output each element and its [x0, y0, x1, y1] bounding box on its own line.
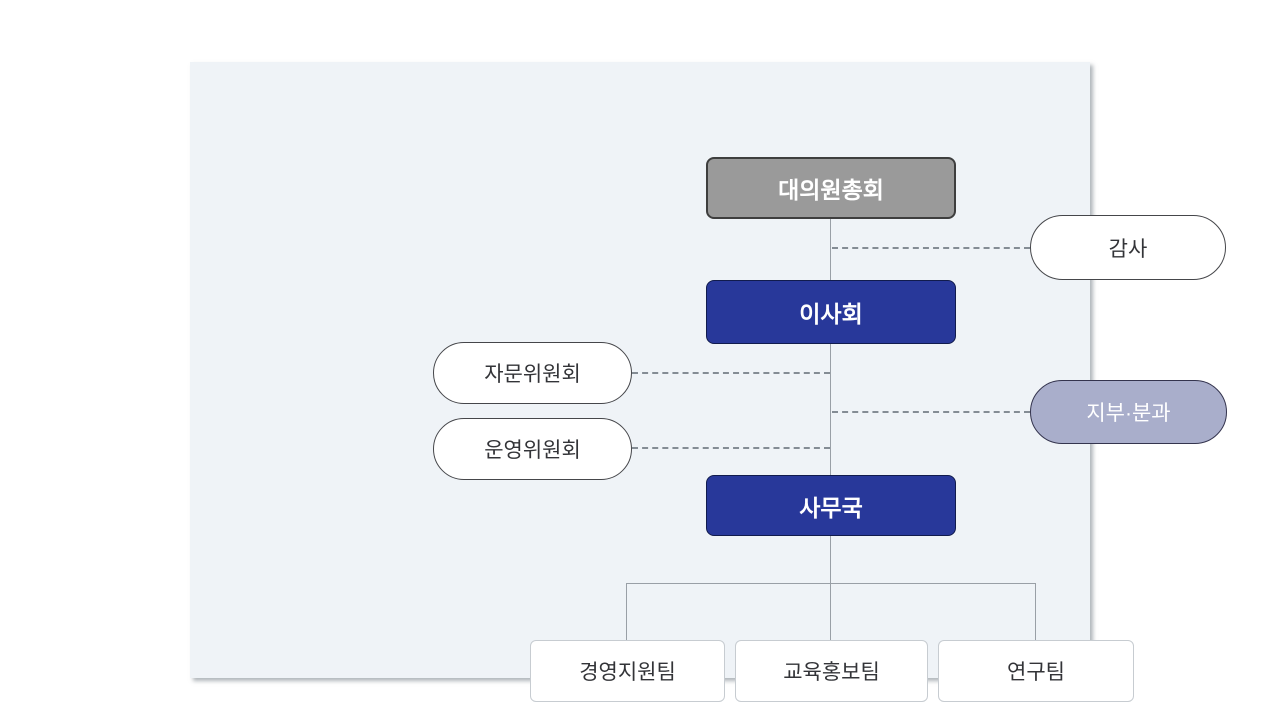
node-team-education-pr: 교육홍보팀	[735, 640, 928, 702]
node-board-of-directors: 이사회	[706, 280, 956, 344]
node-team-education-pr-label: 교육홍보팀	[783, 661, 880, 684]
node-secretariat: 사무국	[706, 475, 956, 536]
node-general-assembly: 대의원총회	[706, 157, 956, 219]
connector-drop-team-2	[830, 583, 831, 640]
connector-board-secretariat	[830, 344, 831, 475]
node-team-research-label: 연구팀	[1007, 661, 1065, 684]
connector-drop-team-3	[1035, 583, 1036, 640]
dashed-connector-audit	[832, 247, 1030, 249]
connector-assembly-board	[830, 219, 831, 280]
connector-drop-team-1	[626, 583, 627, 640]
node-audit: 감사	[1030, 215, 1226, 280]
dashed-connector-branches	[832, 411, 1030, 413]
connector-teams-bus	[626, 583, 1036, 584]
node-team-research: 연구팀	[938, 640, 1134, 702]
org-chart-panel: 대의원총회 감사 이사회 자문위원회 지부·분과 운영위원회 사무국 경영지원팀…	[190, 62, 1227, 702]
node-team-management-support: 경영지원팀	[530, 640, 725, 702]
node-secretariat-label: 사무국	[799, 494, 863, 521]
node-team-management-support-label: 경영지원팀	[579, 661, 676, 684]
node-board-of-directors-label: 이사회	[799, 301, 863, 327]
node-branches-divisions: 지부·분과	[1030, 380, 1227, 444]
node-branches-divisions-label: 지부·분과	[1086, 402, 1171, 425]
node-advisory-committee: 자문위원회	[433, 342, 632, 404]
node-audit-label: 감사	[1108, 237, 1148, 261]
node-advisory-committee-label: 자문위원회	[484, 363, 581, 386]
connector-secretariat-teams	[830, 536, 831, 584]
dashed-connector-advisory	[632, 372, 830, 374]
dashed-connector-steering	[632, 447, 830, 449]
node-steering-committee: 운영위원회	[433, 418, 632, 480]
node-general-assembly-label: 대의원총회	[778, 177, 884, 203]
node-steering-committee-label: 운영위원회	[484, 439, 581, 462]
